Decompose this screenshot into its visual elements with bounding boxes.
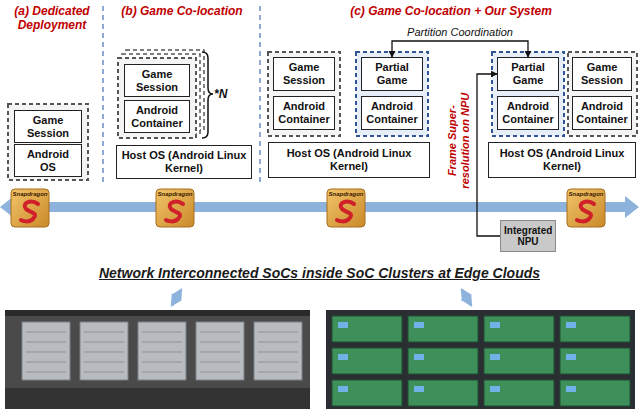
box-label: Host OS (Android Linux Kernel) (272, 147, 426, 172)
rack-photo (326, 310, 635, 409)
container-frame (268, 52, 340, 136)
process-box: Host OS (Android Linux Kernel) (488, 142, 636, 178)
link-arrow (462, 290, 471, 305)
soc-chip (11, 189, 49, 227)
box-label: Android Container (277, 100, 331, 125)
npu-box: Integrated NPU (500, 220, 556, 252)
multiplier-label: *N (214, 87, 242, 101)
process-box: Partial Game (361, 57, 423, 91)
container-frame (8, 104, 88, 180)
process-box: Android OS (14, 144, 82, 177)
chip-label: Snapdragon (155, 191, 195, 197)
box-label: Partial Game (501, 61, 555, 86)
box-label: Partial Game (365, 61, 419, 86)
box-label: Android Container (128, 104, 186, 129)
container-frame (118, 58, 196, 138)
soc-chip (156, 189, 194, 227)
link-arrow (172, 290, 181, 305)
section-label: (b) Game Co-location (106, 4, 258, 18)
box-label: Game Session (277, 61, 331, 86)
box-label: Host OS (Android Linux Kernel) (492, 147, 632, 172)
box-label: Android Container (501, 100, 555, 125)
process-box: Game Session (14, 110, 82, 143)
soc-chip (567, 189, 605, 227)
box-label: Host OS (Android Linux Kernel) (120, 149, 248, 174)
process-box: Android Container (124, 100, 190, 133)
server-photo (5, 310, 310, 409)
process-box: Game Session (124, 64, 190, 97)
process-box: Host OS (Android Linux Kernel) (116, 145, 252, 179)
partial-frame (492, 52, 564, 136)
process-box: Android Container (273, 96, 335, 130)
brace (202, 52, 213, 138)
process-box: Host OS (Android Linux Kernel) (268, 142, 430, 178)
box-label: Integrated NPU (504, 225, 552, 248)
process-box: Game Session (572, 57, 632, 91)
box-label: Android Container (576, 100, 628, 125)
chip-label: Snapdragon (566, 191, 606, 197)
box-label: Game Session (576, 61, 628, 86)
chip-label: Snapdragon (326, 191, 366, 197)
process-box: Android Container (572, 96, 632, 130)
box-label: Game Session (18, 114, 78, 139)
stack-shadow (122, 54, 200, 134)
process-box: Android Container (361, 96, 423, 130)
connector-arrow (392, 41, 528, 57)
section-label: (c) Game Co-location + Our System (266, 4, 636, 18)
chip-label: Snapdragon (10, 191, 50, 197)
section-divider (102, 6, 104, 186)
process-box: Android Container (497, 96, 559, 130)
process-box: Partial Game (497, 57, 559, 91)
caption-label: Network Interconnected SoCs inside SoC C… (0, 265, 639, 281)
section-label: (a) Dedicated Deployment (4, 4, 100, 33)
process-box: Game Session (273, 57, 335, 91)
edge-label: Partition Coordination (405, 26, 515, 39)
soc-chip (327, 189, 365, 227)
box-label: Game Session (128, 68, 186, 93)
box-label: Android OS (18, 148, 78, 173)
partial-frame (356, 52, 428, 136)
interconnect-arrow (0, 196, 639, 218)
container-frame (568, 52, 637, 136)
box-label: Android Container (365, 100, 419, 125)
edge-label: Frame Super-resolution on NPU (446, 90, 471, 190)
section-divider (259, 6, 261, 186)
